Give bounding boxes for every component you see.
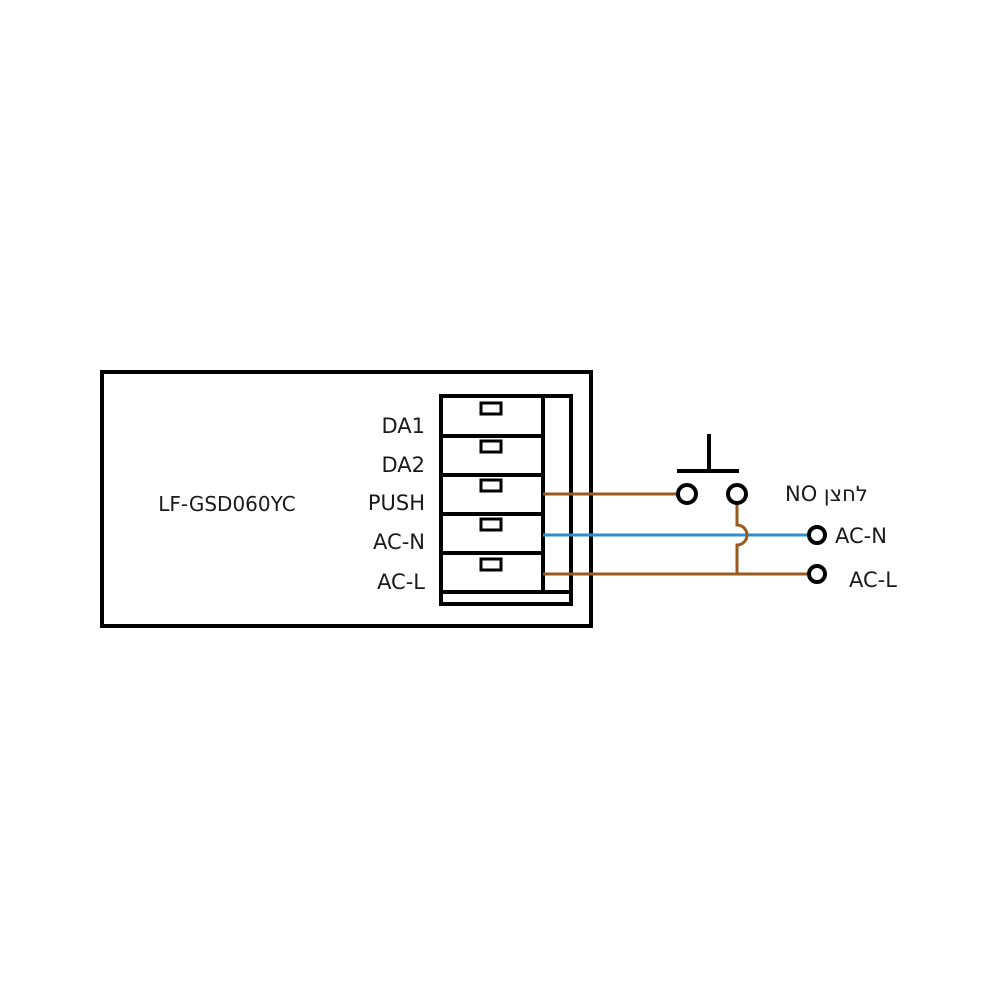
terminal-label-da2: DA2 — [381, 453, 425, 477]
push-button-switch — [676, 434, 748, 505]
external-label-ac-n: AC-N — [835, 524, 887, 548]
switch-label: לחצן NO — [785, 482, 868, 506]
terminal-screw-ac-n — [479, 517, 503, 532]
terminal-screw-da2 — [479, 439, 503, 454]
terminal-label-da1: DA1 — [381, 414, 425, 438]
switch-terminal-left — [676, 483, 698, 505]
external-label-ac-l: AC-L — [849, 568, 897, 592]
terminal-screw-da1 — [479, 401, 503, 416]
terminal-screw-ac-l — [479, 557, 503, 572]
switch-terminal-right — [726, 483, 748, 505]
terminal-block-outline — [439, 394, 573, 606]
terminal-label-ac-l: AC-L — [377, 570, 425, 594]
switch-return-wire — [735, 503, 749, 574]
external-terminal-ac-n — [807, 525, 827, 545]
device-enclosure — [100, 370, 593, 628]
terminal-label-ac-n: AC-N — [373, 530, 425, 554]
terminal-screw-push — [479, 478, 503, 493]
terminal-label-push: PUSH — [368, 491, 425, 515]
device-model-label: LF-GSD060YC — [158, 492, 295, 516]
external-terminal-ac-l — [807, 564, 827, 584]
